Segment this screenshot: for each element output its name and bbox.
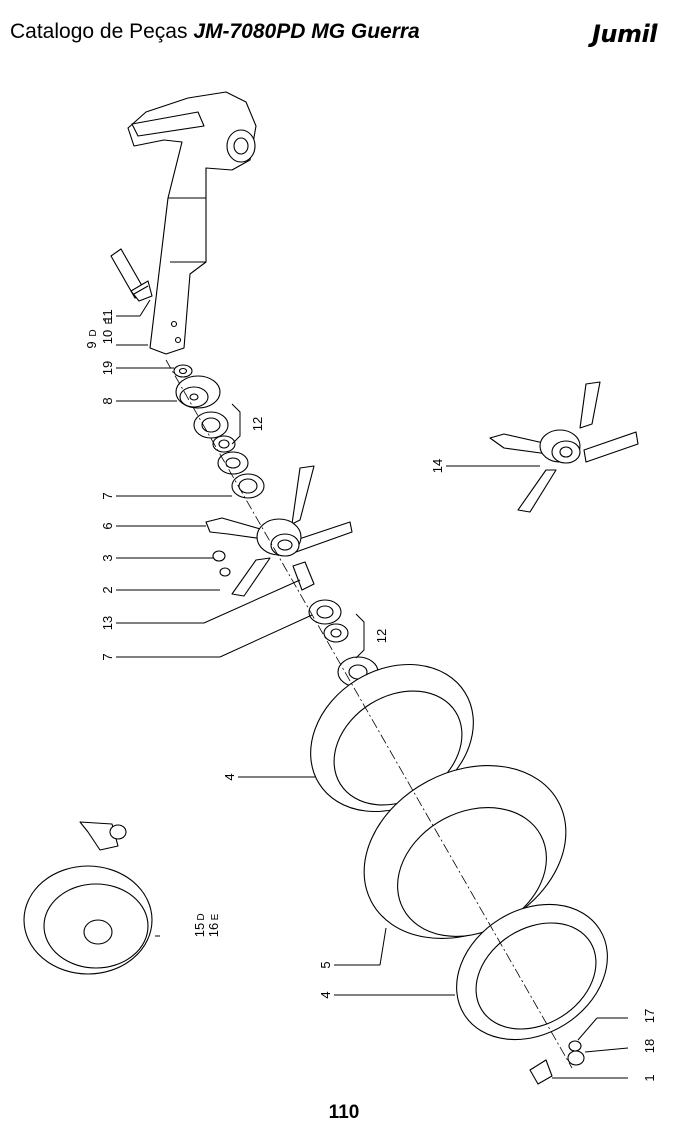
callout-12-lower: 12 (374, 629, 389, 643)
callout-13: 13 (100, 616, 115, 630)
washer-17-part (568, 1040, 582, 1052)
brand-name: Jumil (592, 20, 657, 48)
bolt-1-part (529, 1059, 553, 1085)
assembled-wheel-thumbnail (23, 821, 153, 975)
callout-10: 10 (100, 330, 115, 344)
hub-assembly-part (489, 381, 639, 513)
page-number: 110 (328, 1102, 360, 1123)
callout-6: 6 (100, 522, 115, 529)
nut-part (212, 550, 226, 562)
callout-16-suffix: E (210, 913, 221, 920)
callout-15-suffix: D (196, 913, 207, 920)
callout-12-upper: 12 (250, 417, 265, 431)
brand-logo: Jumil® (592, 20, 663, 48)
callout-7-upper: 7 (100, 492, 115, 499)
leader-lines (116, 299, 629, 1079)
callout-4-upper: 4 (222, 773, 237, 780)
callout-1: 1 (642, 1074, 657, 1081)
callout-10-suffix: E (104, 317, 115, 324)
callout-18: 18 (642, 1039, 657, 1053)
callout-16: 16 (206, 923, 221, 937)
registered-mark: ® (650, 23, 658, 31)
model-name: JM-7080PD MG Guerra (193, 20, 420, 43)
assembly-axis (165, 359, 573, 1069)
callout-8: 8 (100, 397, 115, 404)
cap-part (175, 375, 221, 409)
callout-2: 2 (100, 586, 115, 593)
hub-bracket-part (205, 465, 353, 597)
callout-labels: 11 10 E 9 D 19 8 12 7 6 3 2 13 12 7 14 4… (84, 309, 657, 1081)
rim-part-lower (456, 903, 608, 1041)
callout-4-lower: 4 (318, 991, 333, 998)
callout-11: 11 (100, 309, 115, 323)
callout-19: 19 (100, 361, 115, 375)
callout-14: 14 (430, 459, 445, 473)
tire-part (363, 765, 567, 939)
spindle-part (292, 561, 315, 591)
page-header: Catalogo de Peças JM-7080PD MG Guerra (10, 20, 420, 44)
callout-9: 9 (84, 341, 99, 348)
callout-5: 5 (318, 961, 333, 968)
rim-part-upper (310, 663, 474, 813)
callout-7-lower: 7 (100, 653, 115, 660)
callout-9-suffix: D (88, 329, 99, 336)
washer-part (173, 364, 193, 378)
bolt-part (110, 248, 153, 302)
callout-15: 15 (192, 923, 207, 937)
callout-17: 17 (642, 1009, 657, 1023)
nut-18-part (567, 1050, 585, 1066)
callout-3: 3 (100, 554, 115, 561)
catalog-title: Catalogo de Peças (10, 20, 188, 43)
small-washer-part (219, 567, 231, 577)
arm-part (127, 91, 257, 355)
